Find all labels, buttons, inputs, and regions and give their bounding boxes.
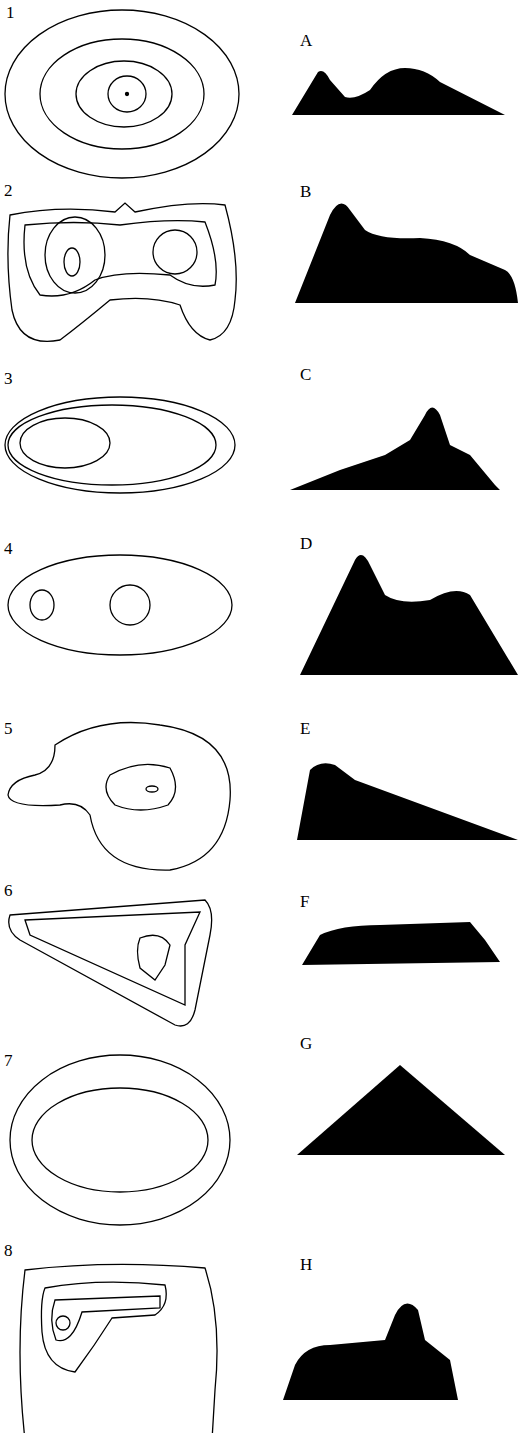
contour-line xyxy=(30,590,54,620)
contour-line xyxy=(153,230,197,274)
callout-number: 6 xyxy=(4,882,13,899)
contour-line xyxy=(8,203,236,341)
contour-line xyxy=(8,405,216,485)
callout-number: 5 xyxy=(4,720,13,737)
profile-silhouette xyxy=(292,68,505,115)
contour-line xyxy=(5,397,235,493)
contour-line xyxy=(20,1264,217,1433)
callout-number: 3 xyxy=(4,370,13,387)
contour-line xyxy=(106,764,176,810)
profile-letter: F xyxy=(300,893,309,910)
profile-silhouette xyxy=(297,1065,505,1155)
profile-letter: E xyxy=(300,720,310,737)
contour-line xyxy=(10,1055,230,1225)
profile-letter: B xyxy=(300,183,311,200)
contour-line xyxy=(146,786,158,792)
contour-line xyxy=(52,1296,160,1341)
contour-line xyxy=(108,76,146,112)
contour-line xyxy=(40,39,204,149)
contour-line xyxy=(5,10,239,178)
contour-line xyxy=(32,1088,208,1192)
contour-line xyxy=(56,1316,70,1330)
contour-line xyxy=(9,900,212,1026)
profile-silhouette xyxy=(300,555,518,675)
contour-line xyxy=(24,221,216,296)
profile-silhouette xyxy=(283,1304,458,1400)
contour-line xyxy=(45,217,105,293)
profile-silhouette xyxy=(302,922,500,965)
callout-number: 4 xyxy=(4,540,13,557)
contour-maps xyxy=(5,10,239,1433)
contour-line xyxy=(138,935,171,980)
profile-letter: H xyxy=(300,1256,312,1273)
callout-number: 2 xyxy=(4,182,13,199)
callout-number: 7 xyxy=(4,1052,13,1069)
contour-line xyxy=(8,723,230,871)
callout-number: 8 xyxy=(4,1242,13,1259)
profile-letter: C xyxy=(300,366,311,383)
profile-letter: G xyxy=(300,1035,312,1052)
contour-line xyxy=(64,248,80,276)
profile-silhouette xyxy=(295,204,518,303)
profile-letter: D xyxy=(300,535,312,552)
contour-line xyxy=(25,912,200,1005)
contour-line xyxy=(8,555,232,655)
contour-line xyxy=(110,585,150,625)
profile-silhouettes xyxy=(283,68,518,1400)
profile-silhouette xyxy=(290,408,500,491)
contour-line xyxy=(76,61,172,127)
callout-number: 1 xyxy=(6,4,15,21)
profile-letter: A xyxy=(300,32,312,49)
profile-silhouette xyxy=(297,763,518,840)
contour-line xyxy=(20,418,110,468)
summit-dot xyxy=(126,93,129,96)
contour-line xyxy=(41,1282,166,1372)
